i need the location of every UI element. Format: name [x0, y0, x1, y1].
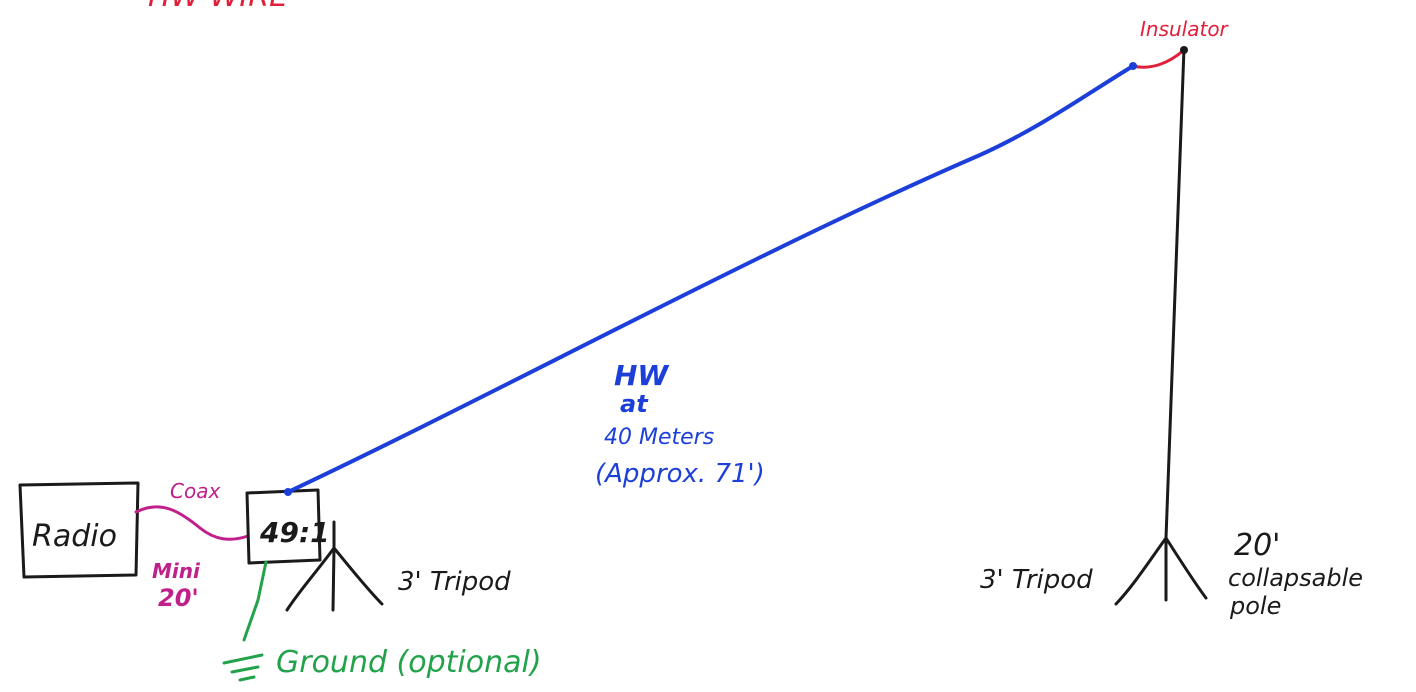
insulator-end-dot [1129, 62, 1137, 70]
insulator [1131, 48, 1186, 69]
radio-box [18, 481, 140, 579]
left-tripod-label: 3' Tripod [398, 567, 511, 597]
pole-top [1180, 46, 1188, 54]
insulator-label: Insulator [1140, 17, 1230, 41]
radio-label: Radio [32, 519, 117, 554]
antenna-label-line4: (Approx. 71') [595, 459, 765, 489]
antenna-label-line2: at [620, 390, 649, 418]
ground-wire [242, 560, 268, 642]
left-tripod [285, 520, 384, 612]
right-tripod [1114, 536, 1208, 606]
coax-label: Coax [170, 479, 220, 503]
antenna-label-line1: HW [614, 359, 669, 392]
ground-label: Ground (optional) [276, 645, 542, 680]
ground-symbol-icon [222, 653, 264, 682]
pole-label-line3: pole [1229, 592, 1281, 620]
wire-feed-point [284, 488, 292, 496]
antenna-wire [286, 64, 1135, 494]
pole-label-line2: collapsable [1228, 564, 1363, 592]
coax-length-line1: Mini [152, 559, 201, 583]
antenna-label-line3: 40 Meters [604, 425, 714, 450]
right-tripod-label: 3' Tripod [980, 565, 1093, 595]
coax-cable [134, 505, 250, 541]
unun-label: 49:1 [259, 516, 330, 549]
coax-length-line2: 20' [158, 584, 199, 612]
header-partial-text: HW WIRE [148, 0, 288, 14]
pole-label-line1: 20' [1234, 528, 1280, 563]
collapsible-pole [1164, 46, 1186, 540]
